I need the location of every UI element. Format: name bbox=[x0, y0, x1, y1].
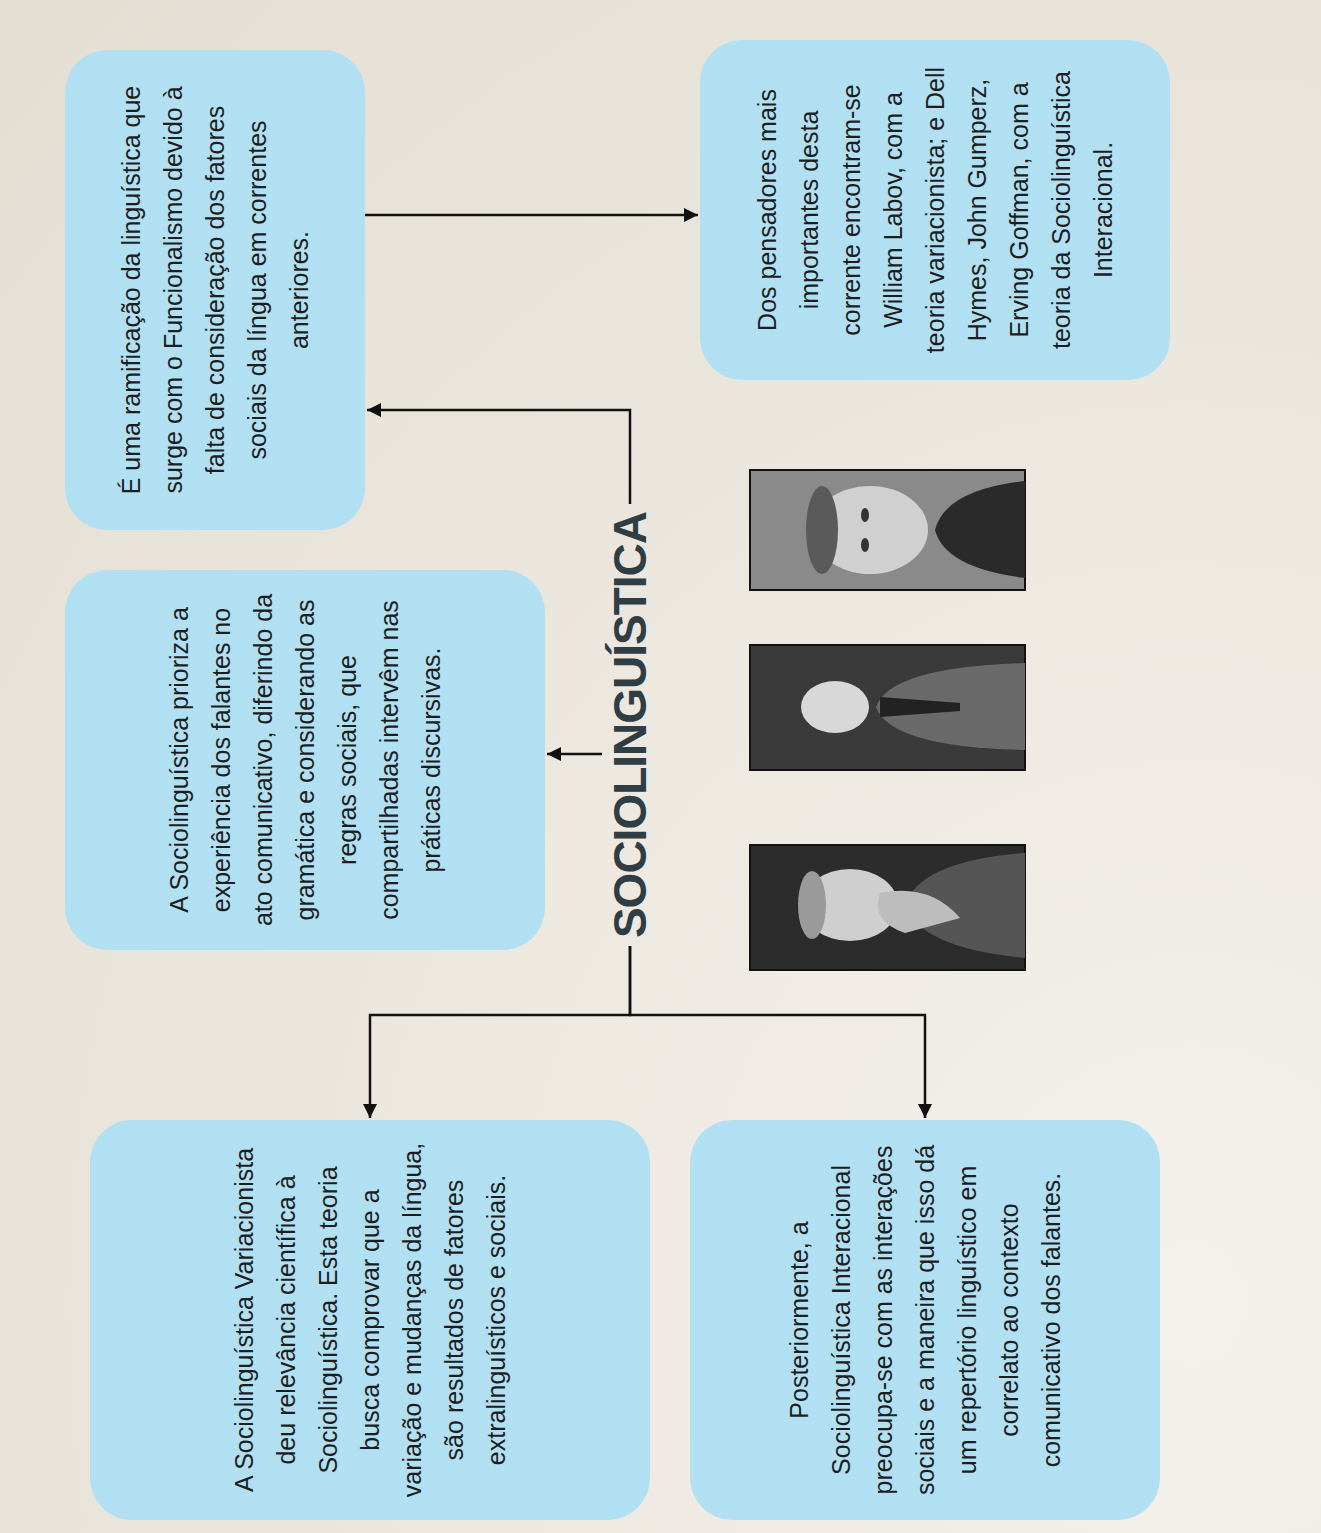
theory-box: A Sociolinguística Variacionista deu rel… bbox=[90, 1120, 650, 1520]
connector-arrow bbox=[547, 753, 602, 756]
connector-arrow bbox=[370, 946, 630, 1118]
box-text: Posteriormente, a Sociolinguística Inter… bbox=[778, 1142, 1072, 1498]
portrait-photo bbox=[750, 845, 1025, 970]
topic-title: SOCIOLINGUÍSTICA bbox=[598, 512, 662, 938]
theory-box: Posteriormente, a Sociolinguística Inter… bbox=[690, 1120, 1160, 1520]
box-text: A Sociolinguística Variacionista deu rel… bbox=[223, 1142, 517, 1498]
box-text: É uma ramificação da linguística que sur… bbox=[110, 72, 320, 508]
connector-arrow bbox=[630, 946, 925, 1118]
portrait-photo bbox=[750, 470, 1025, 590]
box-text: Dos pensadores mais importantes desta co… bbox=[746, 62, 1124, 358]
connector-arrow bbox=[365, 214, 698, 217]
central-topic: SOCIOLINGUÍSTICA bbox=[598, 512, 662, 938]
authors-box: Dos pensadores mais importantes desta co… bbox=[700, 40, 1170, 380]
connector-arrow bbox=[367, 410, 630, 504]
focus-box: A Sociolinguística prioriza a experiênci… bbox=[65, 570, 545, 950]
portrait-photo bbox=[750, 645, 1025, 770]
box-text: A Sociolinguística prioriza a experiênci… bbox=[158, 592, 452, 928]
definition-box: É uma ramificação da linguística que sur… bbox=[65, 50, 365, 530]
